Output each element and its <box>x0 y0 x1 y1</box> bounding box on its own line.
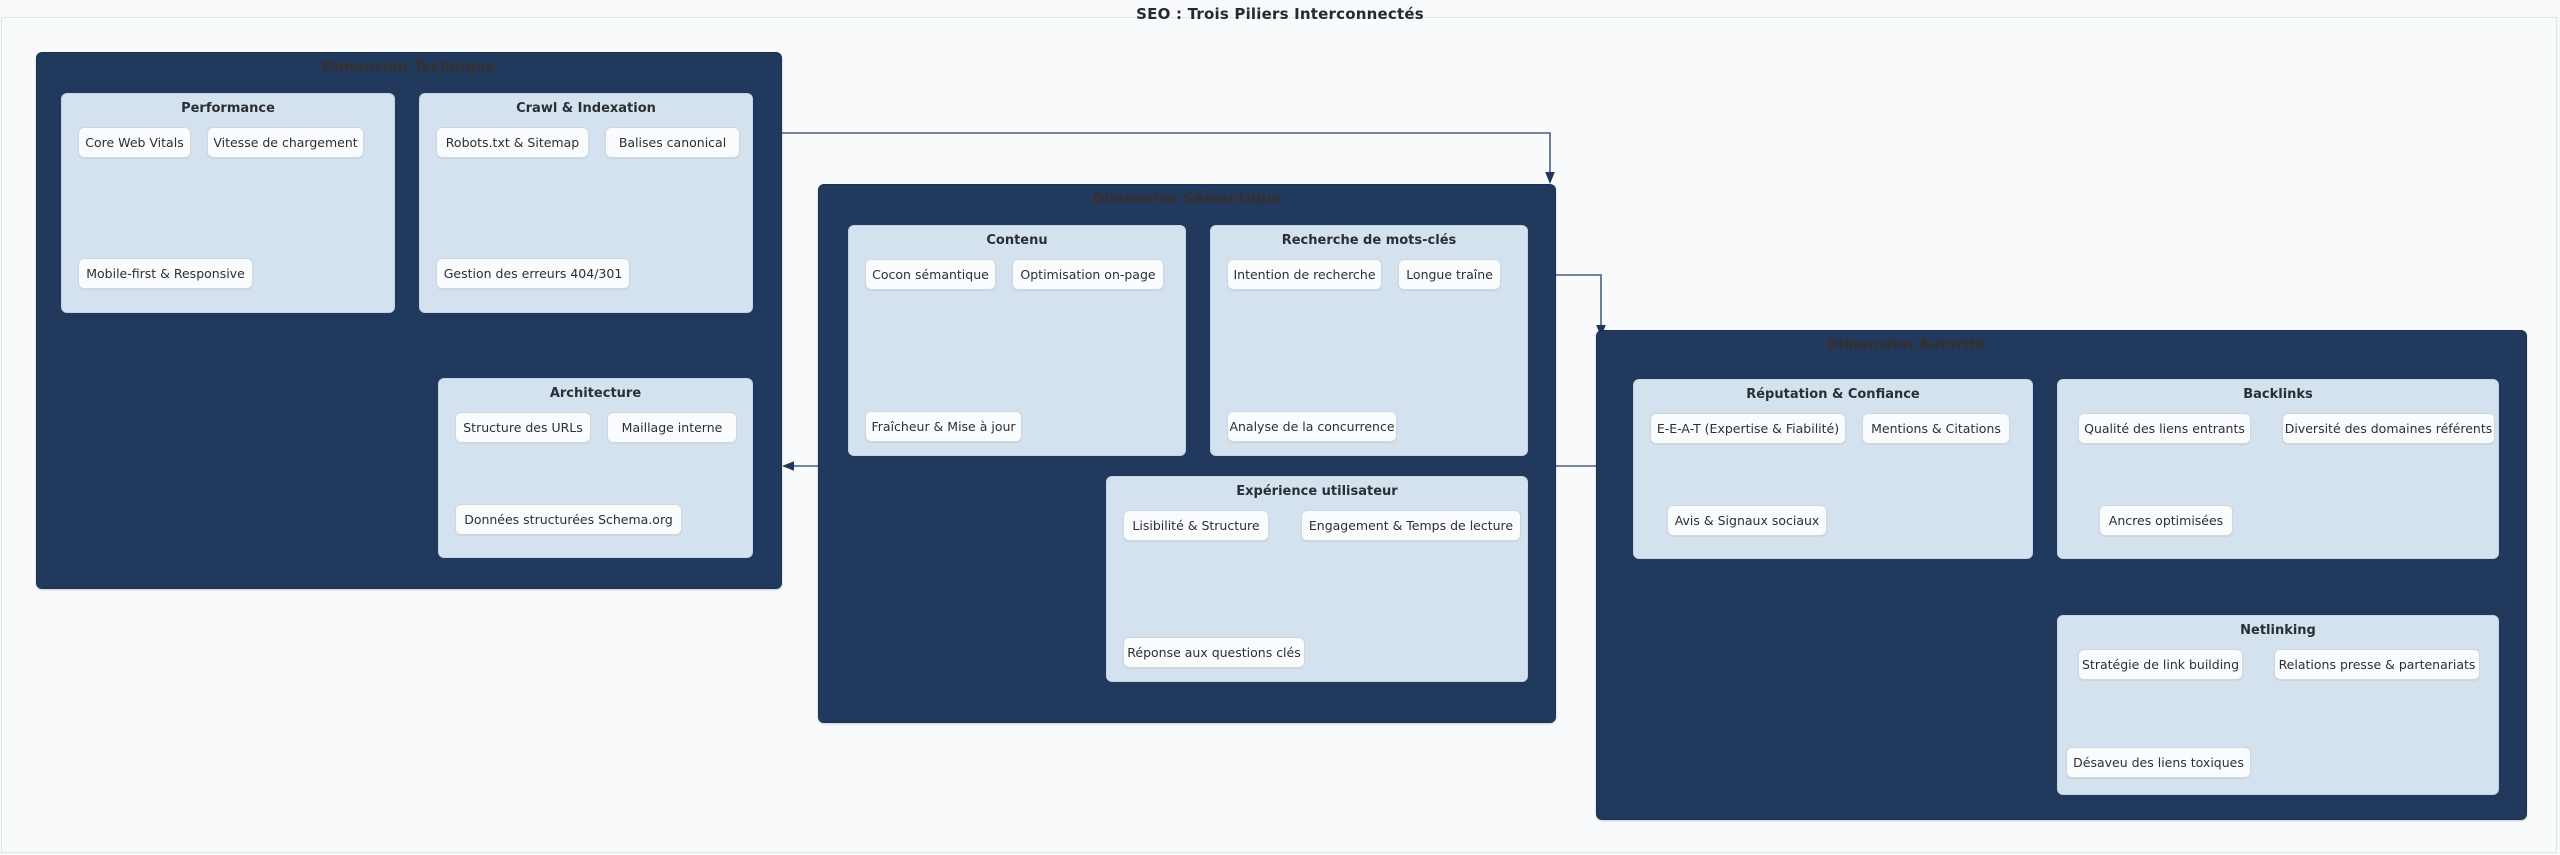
page-title: SEO : Trois Piliers Interconnectés <box>1136 5 1424 23</box>
subgroup-netlinking[interactable]: Netlinking Stratégie de link building Re… <box>2057 615 2499 795</box>
node-ancres-optimisees[interactable]: Ancres optimisées <box>2099 505 2233 536</box>
subgroup-title-recherche-mots-cles: Recherche de mots-clés <box>1281 233 1457 248</box>
node-cocon-semantique[interactable]: Cocon sémantique <box>865 259 996 290</box>
node-maillage-interne[interactable]: Maillage interne <box>607 412 737 443</box>
node-robots-txt-sitemap[interactable]: Robots.txt & Sitemap <box>436 127 589 158</box>
subgroup-title-performance: Performance <box>181 101 275 116</box>
subgroup-backlinks[interactable]: Backlinks Qualité des liens entrants Div… <box>2057 379 2499 559</box>
node-analyse-de-la-concurrence[interactable]: Analyse de la concurrence <box>1227 411 1397 442</box>
node-core-web-vitals[interactable]: Core Web Vitals <box>78 127 191 158</box>
node-intention-de-recherche[interactable]: Intention de recherche <box>1227 259 1382 290</box>
subgroup-title-netlinking: Netlinking <box>2240 623 2316 638</box>
subgroup-reputation-confiance[interactable]: Réputation & Confiance E-E-A-T (Expertis… <box>1633 379 2033 559</box>
node-qualite-des-liens-entrants[interactable]: Qualité des liens entrants <box>2078 413 2251 444</box>
cluster-dimension-autorite[interactable]: Dimension Autorité Réputation & Confianc… <box>1596 330 2527 820</box>
node-donnees-structurees-schema-org[interactable]: Données structurées Schema.org <box>455 504 682 535</box>
node-e-e-a-t[interactable]: E-E-A-T (Expertise & Fiabilité) <box>1650 413 1846 444</box>
subgroup-crawl-indexation[interactable]: Crawl & Indexation Robots.txt & Sitemap … <box>419 93 753 313</box>
cluster-title-technique: Dimension Technique <box>322 59 496 75</box>
subgroup-architecture[interactable]: Architecture Structure des URLs Maillage… <box>438 378 753 558</box>
subgroup-title-contenu: Contenu <box>986 233 1048 248</box>
node-structure-des-urls[interactable]: Structure des URLs <box>455 412 591 443</box>
subgroup-title-backlinks: Backlinks <box>2243 387 2313 402</box>
node-lisibilite-structure[interactable]: Lisibilité & Structure <box>1123 510 1269 541</box>
cluster-title-semantique: Dimension Sémantique <box>1092 191 1282 207</box>
subgroup-title-architecture: Architecture <box>549 386 642 401</box>
node-reponse-aux-questions-cles[interactable]: Réponse aux questions clés <box>1123 637 1305 668</box>
node-diversite-des-domaines-referents[interactable]: Diversité des domaines référents <box>2282 413 2495 444</box>
node-vitesse-de-chargement[interactable]: Vitesse de chargement <box>207 127 364 158</box>
node-desaveu-des-liens-toxiques[interactable]: Désaveu des liens toxiques <box>2066 747 2251 778</box>
subgroup-performance[interactable]: Performance Core Web Vitals Vitesse de c… <box>61 93 395 313</box>
node-avis-signaux-sociaux[interactable]: Avis & Signaux sociaux <box>1667 505 1827 536</box>
cluster-dimension-technique[interactable]: Dimension Technique Performance Core Web… <box>36 52 782 589</box>
node-fraicheur-mise-a-jour[interactable]: Fraîcheur & Mise à jour <box>865 411 1022 442</box>
node-longue-traine[interactable]: Longue traîne <box>1398 259 1501 290</box>
subgroup-recherche-mots-cles[interactable]: Recherche de mots-clés Intention de rech… <box>1210 225 1528 456</box>
node-optimisation-on-page[interactable]: Optimisation on-page <box>1012 259 1164 290</box>
node-relations-presse-partenariats[interactable]: Relations presse & partenariats <box>2274 649 2480 680</box>
cluster-dimension-semantique[interactable]: Dimension Sémantique Contenu Cocon séman… <box>818 184 1556 723</box>
node-gestion-erreurs-404-301[interactable]: Gestion des erreurs 404/301 <box>436 258 630 289</box>
subgroup-title-experience-utilisateur: Expérience utilisateur <box>1236 484 1398 499</box>
subgroup-contenu[interactable]: Contenu Cocon sémantique Optimisation on… <box>848 225 1186 456</box>
subgroup-title-reputation-confiance: Réputation & Confiance <box>1746 387 1920 402</box>
node-engagement-temps-de-lecture[interactable]: Engagement & Temps de lecture <box>1301 510 1521 541</box>
subgroup-title-crawl-indexation: Crawl & Indexation <box>516 101 656 116</box>
subgroup-experience-utilisateur[interactable]: Expérience utilisateur Lisibilité & Stru… <box>1106 476 1528 682</box>
node-strategie-de-link-building[interactable]: Stratégie de link building <box>2078 649 2243 680</box>
node-balises-canonical[interactable]: Balises canonical <box>605 127 740 158</box>
node-mobile-first-responsive[interactable]: Mobile-first & Responsive <box>78 258 253 289</box>
node-mentions-citations[interactable]: Mentions & Citations <box>1862 413 2010 444</box>
